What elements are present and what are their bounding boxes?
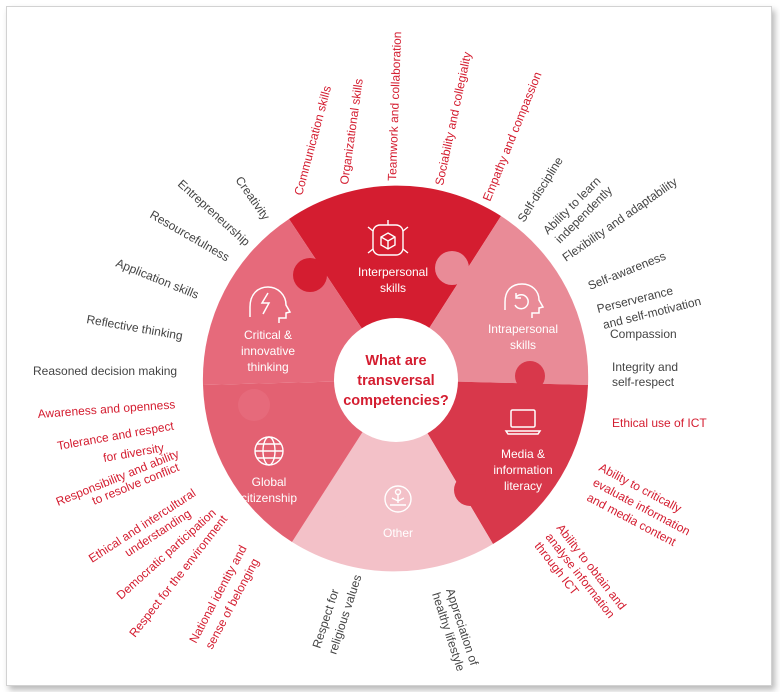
label-communication-skills: Communication skills <box>291 84 334 196</box>
intrapersonal-title-line2: skills <box>510 338 536 352</box>
interpersonal-title-line2: skills <box>380 281 406 295</box>
label-reasoned-decision: Reasoned decision making <box>33 364 177 378</box>
center-title-line1: What are <box>365 353 426 369</box>
puzzle-tab <box>293 258 327 292</box>
intrapersonal-title-line1: Intrapersonal <box>488 322 558 336</box>
puzzle-tab <box>454 474 486 506</box>
critical-title-line2: innovative <box>241 344 295 358</box>
global-title-line1: Global <box>252 475 287 489</box>
label-self-awareness: Self-awareness <box>586 249 668 293</box>
center-circle <box>334 318 458 442</box>
head-refresh-icon <box>504 283 545 318</box>
segment-other <box>292 380 493 572</box>
label-integrity-line2: self-respect <box>612 375 675 389</box>
other-title: Other <box>383 526 413 540</box>
segment-interpersonal <box>289 185 501 380</box>
cube-network-icon <box>367 220 409 256</box>
label-compassion: Compassion <box>610 327 677 341</box>
meditation-icon <box>384 485 412 513</box>
label-integrity-line1: Integrity and <box>612 360 678 374</box>
globe-icon <box>254 436 284 466</box>
media-title-line3: literacy <box>504 479 542 493</box>
global-title-line2: citizenship <box>241 491 297 505</box>
center-title-line2: transversal <box>357 373 434 389</box>
critical-title-line3: thinking <box>247 360 288 374</box>
head-lightning-icon <box>249 286 292 323</box>
label-application-skills: Application skills <box>114 256 201 302</box>
puzzle-tab <box>435 251 469 285</box>
label-awareness-openness: Awareness and openness <box>37 397 176 421</box>
media-title-line1: Media & <box>501 447 545 461</box>
center-title-line3: competencies? <box>343 393 449 409</box>
label-sociability-collegiality: Sociability and collegiality <box>432 51 474 187</box>
label-reflective-thinking: Reflective thinking <box>85 312 183 343</box>
critical-title-line1: Critical & <box>244 328 292 342</box>
label-ethical-ict: Ethical use of ICT <box>612 416 707 430</box>
laptop-icon <box>504 409 542 435</box>
puzzle-tab <box>238 389 270 421</box>
label-organizational-skills: Organizational skills <box>337 78 366 186</box>
media-title-line2: information <box>493 463 552 477</box>
puzzle-tab <box>324 486 356 518</box>
segment-media <box>396 380 588 544</box>
label-teamwork-collaboration: Teamwork and collaboration <box>385 31 404 181</box>
label-creativity: Creativity <box>233 174 273 223</box>
puzzle-tab <box>515 361 545 391</box>
interpersonal-title-line1: Interpersonal <box>358 265 428 279</box>
